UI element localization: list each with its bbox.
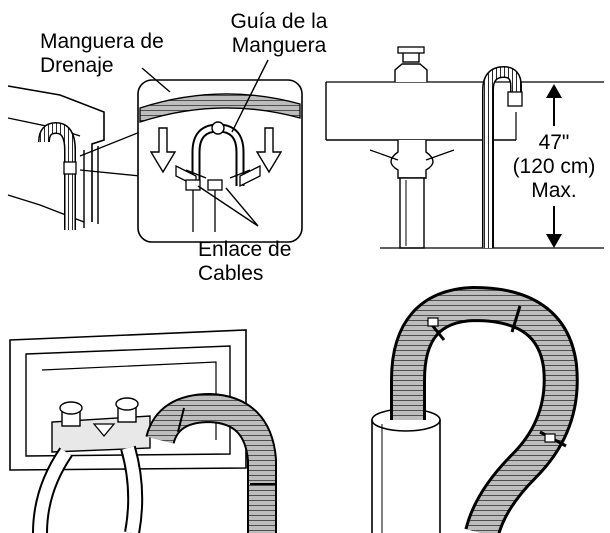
cable-tie-label-line2: Cables: [198, 262, 264, 285]
drain-hose-label-line2: Drenaje: [40, 54, 114, 77]
hose-guide-inset: [137, 79, 303, 243]
height-illustration: [325, 46, 604, 249]
drain-hose-label-line1: Manguera de: [40, 30, 164, 53]
hose-guide-label-line2: Manguera: [231, 34, 327, 57]
height-metric-label: (120 cm): [512, 155, 596, 178]
height-value-label: 47": [538, 131, 570, 154]
hose-guide-label-line1: Guía de la: [230, 10, 328, 33]
wall-box-illustration: [9, 329, 277, 533]
label-pointers: [141, 59, 269, 227]
standpipe-illustration: [371, 285, 579, 533]
laundry-tub-illustration: [7, 85, 141, 230]
height-max-label: Max.: [531, 179, 577, 202]
cable-tie-label-line1: Enlace de: [198, 238, 292, 261]
